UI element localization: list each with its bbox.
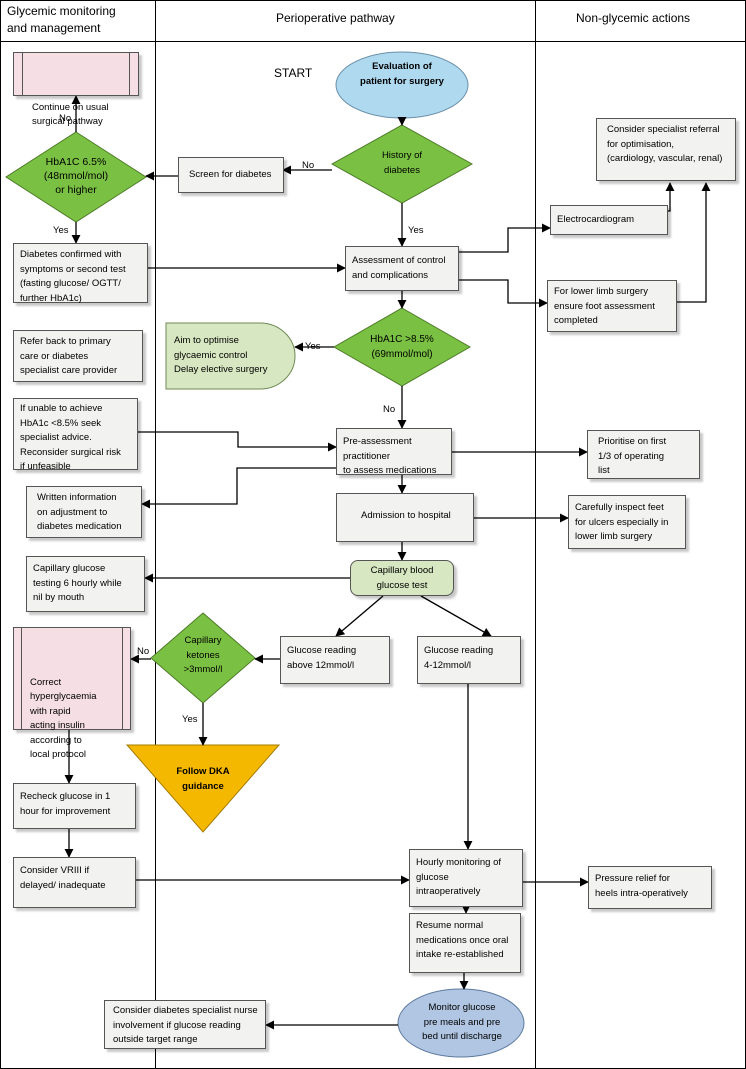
confirmed-box: Diabetes confirmed with symptoms or seco… <box>13 243 148 304</box>
column-header-right: Non-glycemic actions <box>576 11 691 25</box>
box-bar-left <box>21 628 22 729</box>
continue-usual-text: Continue on usual surgical pathway <box>32 101 109 128</box>
column-header-middle: Perioperative pathway <box>276 11 395 25</box>
history-label: History of diabetes <box>381 150 423 176</box>
evaluation-label: Evaluation of patient for surgery <box>360 61 444 87</box>
inspect-feet-box: Carefully inspect feet for ulcers especi… <box>568 495 686 549</box>
edge-label-ketones-yes: Yes <box>182 714 198 725</box>
start-label: START <box>274 66 313 80</box>
pressure-relief-box: Pressure relief for heels intra-operativ… <box>588 866 712 909</box>
hba1c85-label: HbA1C >8.5% (69mmol/mol) <box>370 334 434 360</box>
hba1c65-label: HbA1C 6.5% (48mmol/mol) or higher <box>43 156 109 196</box>
optimise-label: Aim to optimise glycaemic control Delay … <box>174 335 268 375</box>
box-bar-right <box>122 628 123 729</box>
edge-label-hba1c65-yes: Yes <box>53 225 69 236</box>
capillary-testing-box: Capillary glucose testing 6 hourly while… <box>26 556 145 612</box>
resume-box: Resume normal medications once oral inta… <box>409 913 521 973</box>
pre-assessment-box: Pre-assessment practitioner to assess me… <box>336 428 452 476</box>
edge-label-ketones-no: No <box>137 646 150 657</box>
foot-assessment-box: For lower limb surgery ensure foot asses… <box>547 280 677 332</box>
written-info-box: Written information on adjustment to dia… <box>26 486 142 538</box>
correct-hyper-box: Correct hyperglycaemia with rapid acting… <box>13 627 131 760</box>
column-header-left: Glycemic monitoring and management <box>7 4 116 35</box>
edge-label-hba1c85-no: No <box>383 404 396 415</box>
correct-hyper-text: Correct hyperglycaemia with rapid acting… <box>30 676 97 761</box>
vriii-box: Consider VRIII if delayed/ inadequate <box>13 857 136 908</box>
edge-label-hba1c65-no: No <box>59 113 72 124</box>
admission-box: Admission to hospital <box>336 493 474 542</box>
capillary-blood-box: Capillary blood glucose test <box>350 560 454 596</box>
connectors <box>64 95 711 1030</box>
specialist-referral-box: Consider specialist referral for optimis… <box>596 118 736 181</box>
nurse-box: Consider diabetes specialist nurse invol… <box>104 1000 266 1049</box>
edge-label-hba1c85-yes: Yes <box>305 341 321 352</box>
range-4-12-box: Glucose reading 4-12mmol/l <box>417 636 521 684</box>
assessment-box: Assessment of control and complications <box>345 246 459 291</box>
edge-label-history-no: No <box>302 160 315 171</box>
edge-label-history-yes: Yes <box>408 225 424 236</box>
ecg-box: Electrocardiogram <box>550 205 668 235</box>
box-bar-right <box>129 53 130 95</box>
ketones-label: Capillary ketones >3mmol/l <box>183 635 223 675</box>
box-bar-left <box>22 53 23 95</box>
refer-back-box: Refer back to primary care or diabetes s… <box>13 330 143 382</box>
monitor-label: Monitor glucose pre meals and pre bed un… <box>422 1002 502 1042</box>
prioritise-box: Prioritise on first 1/3 of operating lis… <box>587 430 700 479</box>
recheck-box: Recheck glucose in 1 hour for improvemen… <box>13 783 136 829</box>
hourly-box: Hourly monitoring of glucose intraoperat… <box>409 849 523 907</box>
dka-label: Follow DKA guidance <box>176 766 230 792</box>
screen-box: Screen for diabetes <box>178 157 284 193</box>
continue-usual-box: Continue on usual surgical pathway <box>13 52 139 127</box>
above-12-box: Glucose reading above 12mmol/l <box>280 636 390 684</box>
optimise-shape <box>165 322 296 390</box>
unable-achieve-box: If unable to achieve HbA1c <8.5% seek sp… <box>13 398 138 470</box>
